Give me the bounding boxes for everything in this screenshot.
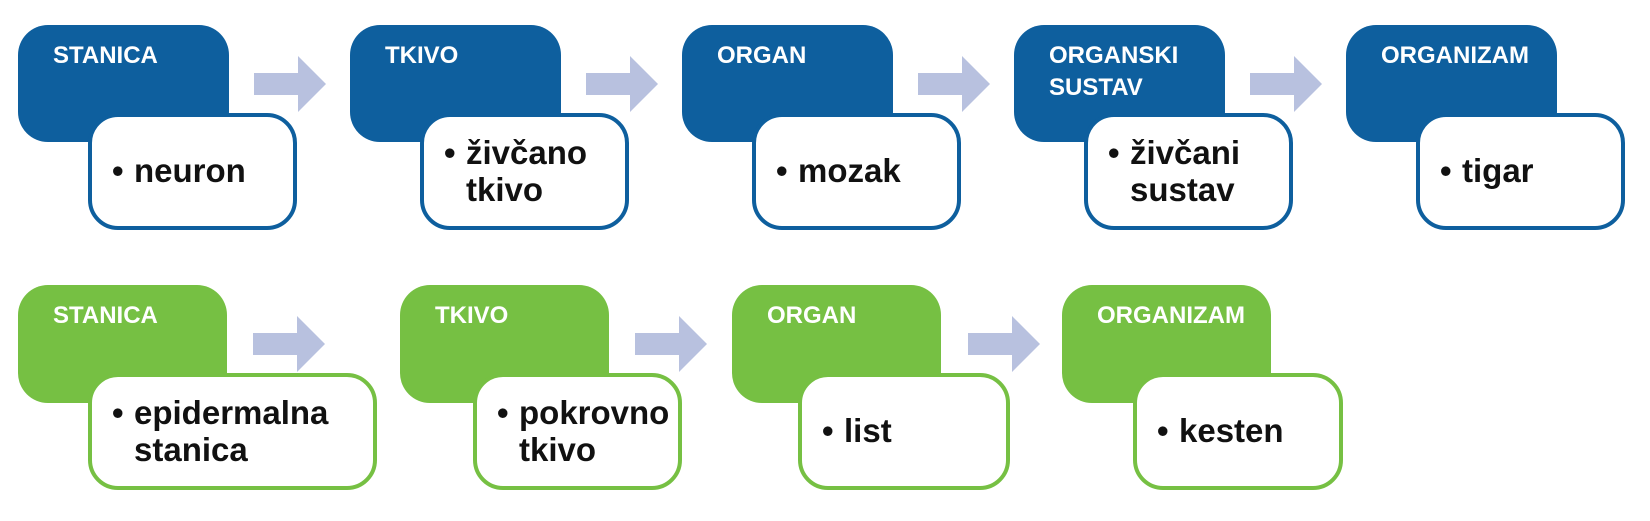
stage-item-box: • tigar [1416, 113, 1625, 230]
bullet-icon: • [1440, 152, 1452, 190]
bullet-icon: • [112, 152, 124, 190]
stage-item-text: list [844, 412, 892, 450]
stage-label-box: ORGANSKI SUSTAV [1014, 25, 1225, 142]
stage-item-text: neuron [134, 152, 246, 190]
bullet-icon: • [112, 393, 124, 431]
bullet-icon: • [444, 133, 456, 171]
stage-item-box: • neuron [88, 113, 297, 230]
bullet-icon: • [1157, 412, 1169, 450]
flow-arrow-icon [254, 56, 326, 112]
stage-item-box: • mozak [752, 113, 961, 230]
flow-arrow-icon [1250, 56, 1322, 112]
stage-item-text: mozak [798, 152, 901, 190]
bullet-icon: • [1108, 133, 1120, 171]
flow-arrow-icon [968, 316, 1040, 372]
stage-item-text: epidermalna stanica [134, 393, 329, 468]
stage-item-text: tigar [1462, 152, 1534, 190]
stage-item-text: živčani sustav [1130, 133, 1241, 208]
bullet-icon: • [497, 393, 509, 431]
stage-item-text: živčano tkivo [466, 133, 588, 208]
stage-item-text: pokrovno tkivo [519, 393, 670, 468]
stage-item-box: • živčano tkivo [420, 113, 629, 230]
stage-item-text: kesten [1179, 412, 1284, 450]
stage-item-box: • pokrovno tkivo [473, 373, 682, 490]
stage-item-box: • epidermalna stanica [88, 373, 377, 490]
stage-item-box: • živčani sustav [1084, 113, 1293, 230]
flow-arrow-icon [918, 56, 990, 112]
flow-arrow-icon [586, 56, 658, 112]
flow-arrow-icon [635, 316, 707, 372]
bullet-icon: • [822, 412, 834, 450]
stage-item-box: • list [798, 373, 1010, 490]
bullet-icon: • [776, 152, 788, 190]
flow-arrow-icon [253, 316, 325, 372]
stage-item-box: • kesten [1133, 373, 1343, 490]
